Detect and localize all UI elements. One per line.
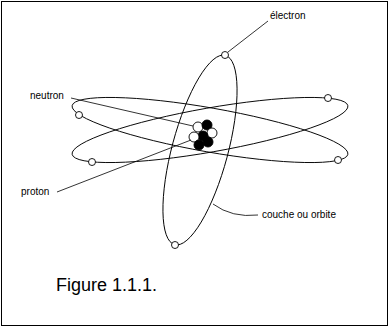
leader-line xyxy=(228,21,268,52)
electron-dot xyxy=(325,95,332,102)
leader-line xyxy=(71,98,193,126)
nucleus xyxy=(189,120,217,150)
figure-caption: Figure 1.1.1. xyxy=(56,274,157,296)
part-label: couche ou orbite xyxy=(262,209,336,221)
orbit xyxy=(148,48,253,252)
electron-dot xyxy=(335,157,342,164)
leader-line xyxy=(213,204,258,216)
leader-line xyxy=(57,140,191,192)
electron-dot xyxy=(222,52,229,59)
part-label: proton xyxy=(21,186,49,198)
electron-dot xyxy=(76,112,83,119)
orbit xyxy=(68,84,351,176)
orbit xyxy=(68,84,351,176)
electron-dot xyxy=(89,159,96,166)
part-label: électron xyxy=(270,10,306,22)
electron-dot xyxy=(172,242,179,249)
part-label: neutron xyxy=(30,90,64,102)
